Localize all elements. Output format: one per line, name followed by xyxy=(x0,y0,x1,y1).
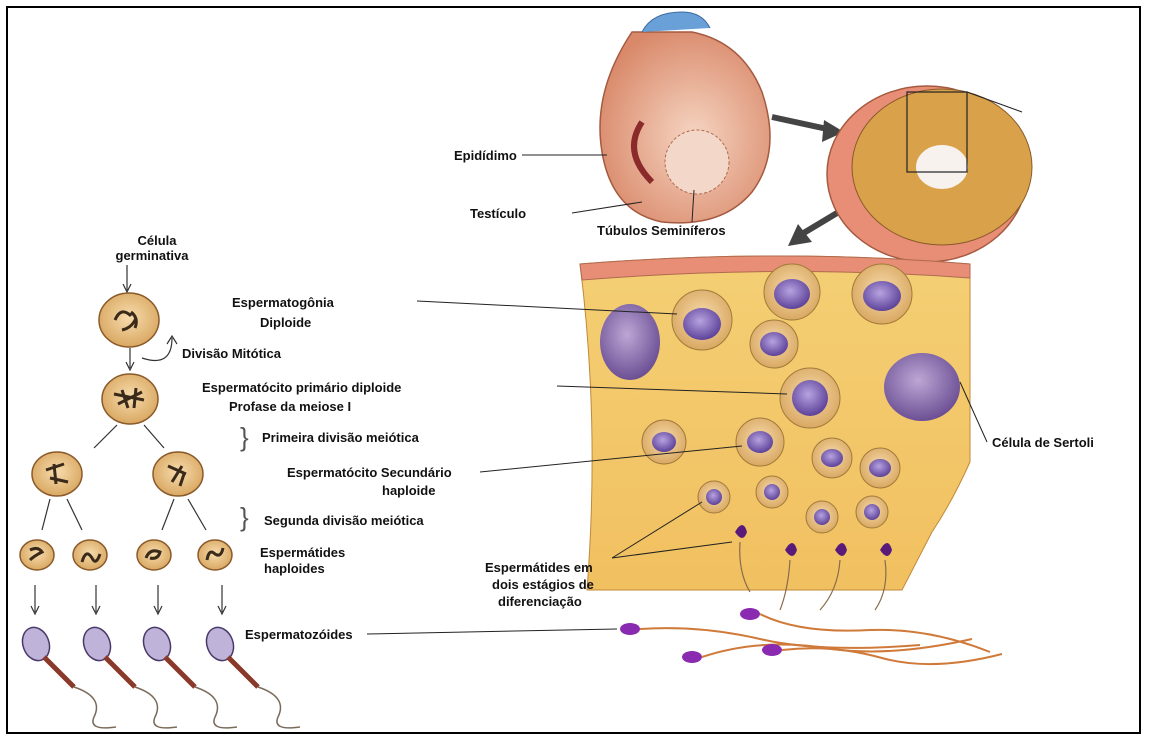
label-testiculo: Testículo xyxy=(470,206,526,221)
arrow xyxy=(188,499,206,530)
label-celula: Célula xyxy=(137,233,177,248)
diagram-frame: Célula germinativa Divisão Mitótica } Pr… xyxy=(6,6,1141,734)
arrow xyxy=(67,499,82,530)
sperm-head xyxy=(740,608,760,620)
label-profase: Profase da meiose I xyxy=(229,399,351,414)
germ-cell xyxy=(99,293,159,347)
big-arrow-down xyxy=(802,210,842,234)
label-espermatocito-primario: Espermatócito primário diploide xyxy=(202,380,401,395)
nucleus xyxy=(863,281,901,311)
nucleus xyxy=(760,332,788,356)
arrow-left-branch xyxy=(94,425,117,448)
label-espermatocito-secundario: Espermatócito Secundário xyxy=(287,465,452,480)
sperm-head xyxy=(762,644,782,656)
label-germinativa: germinativa xyxy=(116,248,190,263)
nucleus xyxy=(764,484,780,500)
sperm-tail xyxy=(760,614,990,652)
arrow xyxy=(42,499,50,530)
nucleus xyxy=(652,432,676,452)
label-espermatogonia-diploide: Diploide xyxy=(260,315,311,330)
label-espermatozoides: Espermatozóides xyxy=(245,627,353,642)
arrow xyxy=(162,499,174,530)
label-segunda-divisao: Segunda divisão meiótica xyxy=(264,513,424,528)
label-haploide: haploide xyxy=(382,483,435,498)
nucleus xyxy=(864,504,880,520)
brace-first-division: } xyxy=(240,422,249,452)
label-espermatides: Espermátides xyxy=(260,545,345,560)
testis-body xyxy=(600,32,770,223)
label-primeira-divisao: Primeira divisão meiótica xyxy=(262,430,420,445)
nucleus xyxy=(774,279,810,309)
nucleus xyxy=(792,380,828,416)
label-haploides: haploides xyxy=(264,561,325,576)
spermatid xyxy=(137,540,171,570)
label-espermatogonia: Espermatogônia xyxy=(232,295,335,310)
free-spermatozoa xyxy=(620,608,1002,664)
tubule-lumen xyxy=(916,145,968,189)
label-tubulos: Túbulos Seminíferos xyxy=(597,223,726,238)
label-dois-estagios: dois estágios de xyxy=(492,577,594,592)
label-epididimo: Epidídimo xyxy=(454,148,517,163)
nucleus xyxy=(821,449,843,467)
label-divisao-mitotica: Divisão Mitótica xyxy=(182,346,282,361)
label-sertoli: Célula de Sertoli xyxy=(992,435,1094,450)
sperm-head xyxy=(682,651,702,663)
spermatids-row xyxy=(20,540,232,570)
tubule-wall-section xyxy=(580,256,1002,664)
nucleus xyxy=(683,308,721,340)
leader-espermatozoides xyxy=(367,629,617,634)
lineage-column: Célula germinativa Divisão Mitótica } Pr… xyxy=(18,233,424,728)
big-arrow-right xyxy=(772,117,832,130)
spermatogenesis-diagram: Célula germinativa Divisão Mitótica } Pr… xyxy=(8,8,1141,734)
nucleus xyxy=(814,509,830,525)
brace-second-division: } xyxy=(240,502,249,532)
sertoli-nucleus xyxy=(600,304,660,380)
sertoli-nucleus xyxy=(884,353,960,421)
arrows-to-sperm xyxy=(31,585,226,614)
label-espermatides-em: Espermátides em xyxy=(485,560,593,575)
label-diferenciacao: diferenciação xyxy=(498,594,582,609)
spermatic-cord xyxy=(642,12,710,32)
secondary-spermatocyte-left xyxy=(32,452,82,496)
nucleus xyxy=(869,459,891,477)
sperm-head xyxy=(620,623,640,635)
nucleus xyxy=(706,489,722,505)
nucleus xyxy=(747,431,773,453)
seminiferous-tubules-cluster xyxy=(665,130,729,194)
arrow-right-branch xyxy=(144,425,164,448)
